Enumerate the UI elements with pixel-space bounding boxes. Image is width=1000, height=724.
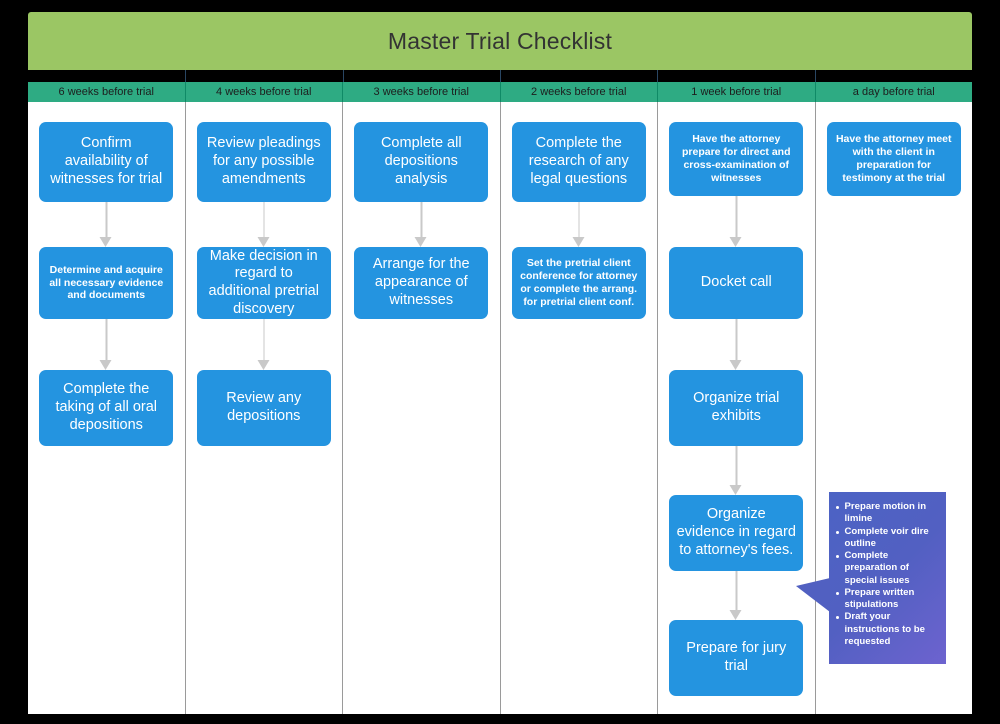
task-node[interactable]: Review pleadings for any possible amendm…: [196, 122, 331, 202]
task-node[interactable]: Set the pretrial client conference for a…: [511, 247, 646, 319]
connector-arrow: [572, 202, 585, 247]
connector-stem: [735, 196, 738, 238]
arrowhead-icon: [729, 360, 742, 370]
connector-stem: [263, 319, 265, 361]
task-node[interactable]: Determine and acquire all necessary evid…: [39, 247, 174, 319]
column-tick-4: [657, 70, 659, 82]
task-node[interactable]: Docket call: [669, 247, 804, 319]
arrowhead-icon: [257, 360, 270, 370]
column-tick-2: [342, 70, 344, 82]
column-header-2: 4 weeks before trial: [186, 82, 343, 102]
task-node[interactable]: Arrange for the appearance of witnesses: [354, 247, 489, 319]
task-node[interactable]: Have the attorney meet with the client i…: [826, 122, 961, 196]
arrowhead-icon: [572, 237, 585, 247]
column-header-3: 3 weeks before trial: [343, 82, 501, 102]
task-node[interactable]: Organize trial exhibits: [669, 370, 804, 446]
title-banner: Master Trial Checklist: [28, 12, 972, 70]
connector-arrow: [257, 319, 270, 370]
task-node[interactable]: Confirm availability of witnesses for tr…: [39, 122, 174, 202]
connector-arrow: [414, 202, 428, 247]
page-title: Master Trial Checklist: [387, 27, 613, 54]
connector-arrow: [729, 446, 743, 495]
connector-stem: [735, 319, 738, 361]
connector-stem: [263, 202, 265, 238]
connector-stem: [420, 202, 423, 238]
arrowhead-icon: [99, 360, 112, 370]
column-tick-3: [500, 70, 501, 82]
task-node[interactable]: Make decision in regard to additional pr…: [196, 247, 331, 319]
arrowhead-icon: [729, 237, 742, 247]
callout-pointer-icon: [795, 578, 830, 612]
task-node[interactable]: Complete all depositions analysis: [354, 122, 489, 202]
connector-stem: [578, 202, 580, 238]
connector-stem: [735, 571, 738, 611]
connector-arrow: [729, 319, 743, 370]
task-node[interactable]: Organize evidence in regard to attorney'…: [669, 495, 804, 571]
task-node[interactable]: Review any depositions: [196, 370, 331, 446]
connector-arrow: [99, 202, 113, 247]
lane-6: Have the attorney meet with the client i…: [795, 102, 973, 714]
column-header-1: 6 weeks before trial: [28, 82, 186, 102]
connector-arrow: [729, 571, 743, 620]
connector-arrow: [729, 196, 743, 247]
list-item: Complete voir dire outline: [835, 526, 940, 551]
connector-arrow: [99, 319, 113, 370]
lane-4: Complete the research of any legal quest…: [501, 102, 658, 714]
column-header-4: 2 weeks before trial: [501, 82, 658, 102]
connector-arrow: [257, 202, 270, 247]
arrowhead-icon: [729, 485, 742, 495]
column-header-6: a day before trial: [852, 86, 935, 98]
swimlane-board: Confirm availability of witnesses for tr…: [28, 102, 972, 714]
connector-stem: [105, 319, 108, 361]
task-node[interactable]: Have the attorney prepare for direct and…: [669, 122, 804, 196]
list-item: Draft your instructions to be requested: [835, 611, 940, 648]
column-tick-5: [814, 70, 816, 82]
task-node[interactable]: Complete the taking of all oral depositi…: [39, 370, 174, 446]
connector-stem: [735, 446, 738, 486]
connector-stem: [105, 202, 108, 238]
lane-2: Review pleadings for any possible amendm…: [186, 102, 343, 714]
lane-1: Confirm availability of witnesses for tr…: [28, 102, 186, 714]
task-node[interactable]: Complete the research of any legal quest…: [511, 122, 646, 202]
task-node[interactable]: Prepare for jury trial: [669, 620, 804, 696]
column-header-5: 1 week before trial: [658, 82, 816, 102]
list-item: Complete preparation of special issues: [835, 550, 940, 587]
arrowhead-icon: [729, 610, 742, 620]
arrowhead-icon: [414, 237, 427, 247]
list-item: Prepare motion in limine: [835, 501, 940, 526]
lane-5: Have the attorney prepare for direct and…: [658, 102, 816, 714]
list-item: Prepare written stipulations: [835, 587, 940, 612]
arrowhead-icon: [99, 237, 112, 247]
column-tick-1: [185, 70, 187, 82]
arrowhead-icon: [257, 237, 270, 247]
